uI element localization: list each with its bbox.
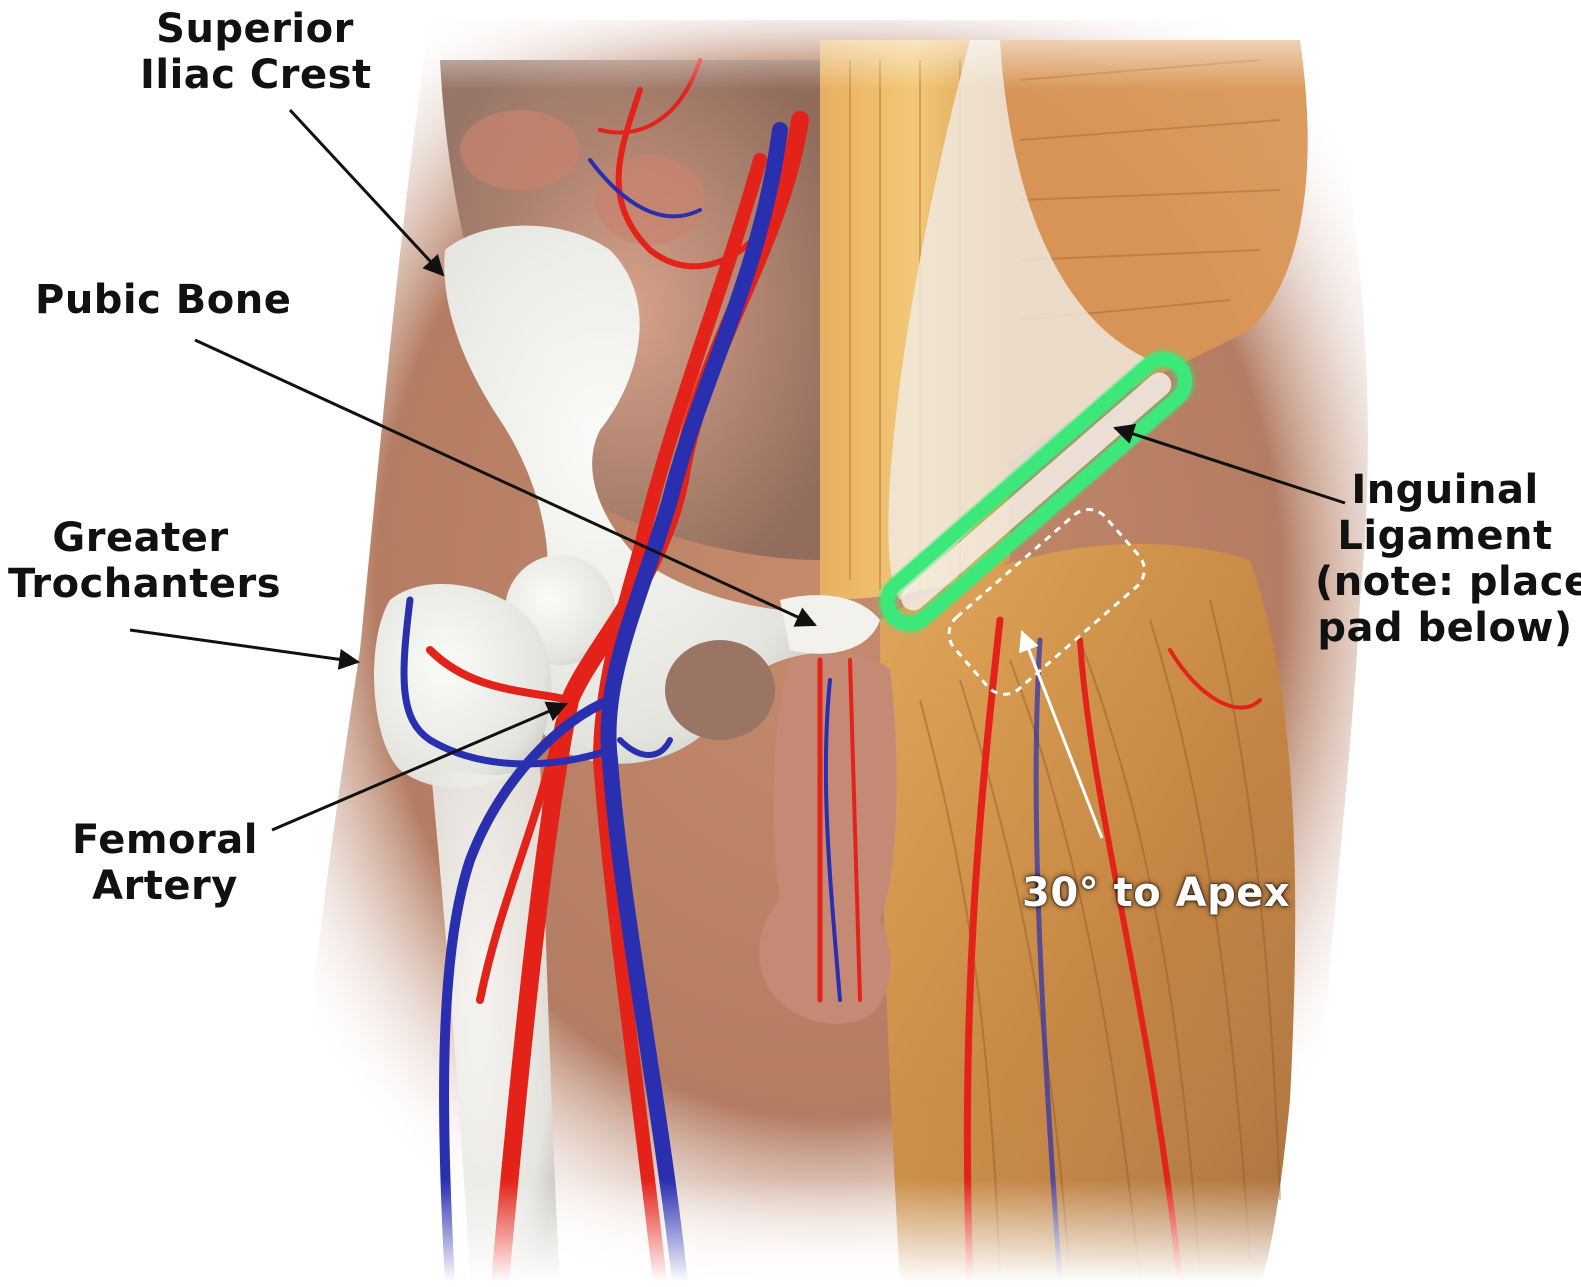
label-greater-trochanters-line-2: Trochanters — [8, 561, 273, 607]
label-femoral-artery-line-2: Artery — [70, 863, 260, 909]
label-greater-trochanters: Greater Trochanters — [8, 515, 273, 607]
label-femoral-artery-line-1: Femoral — [70, 817, 260, 863]
label-femoral-artery: Femoral Artery — [70, 817, 260, 909]
label-inguinal-ligament-line-2: Ligament — [1315, 513, 1575, 559]
label-inguinal-ligament-line-1: Inguinal — [1315, 467, 1575, 513]
label-superior-iliac-crest-line-1: Superior — [140, 6, 370, 52]
label-apex-line-1: 30° to Apex — [1022, 870, 1290, 916]
label-pubic-bone: Pubic Bone — [35, 277, 291, 323]
label-greater-trochanters-line-1: Greater — [8, 515, 273, 561]
label-superior-iliac-crest: Superior Iliac Crest — [140, 6, 370, 98]
label-inguinal-ligament-line-4: pad below) — [1315, 605, 1575, 651]
label-inguinal-ligament: Inguinal Ligament (note: place pad below… — [1315, 467, 1575, 651]
arrow-greater-trochanters — [130, 630, 358, 662]
label-apex: 30° to Apex — [1022, 870, 1290, 916]
label-inguinal-ligament-line-3: (note: place — [1315, 559, 1575, 605]
obturator-foramen — [665, 640, 775, 740]
label-pubic-bone-line-1: Pubic Bone — [35, 277, 291, 323]
label-superior-iliac-crest-line-2: Iliac Crest — [140, 52, 370, 98]
